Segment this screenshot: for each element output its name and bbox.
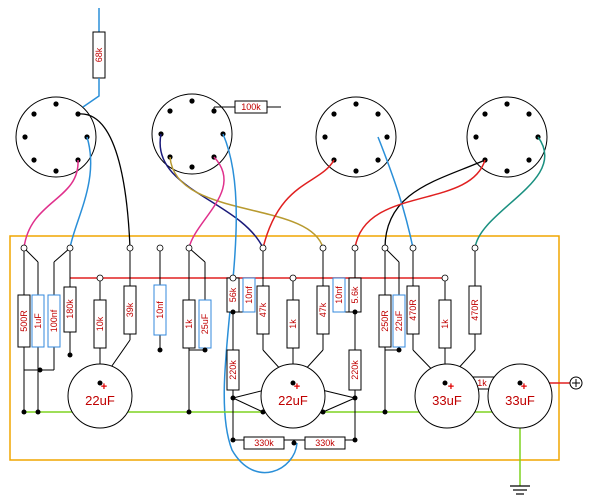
resistor-10k: 10k	[93, 299, 107, 349]
svg-text:500R: 500R	[19, 310, 29, 332]
svg-text:+: +	[294, 381, 300, 393]
svg-text:+: +	[448, 381, 454, 393]
electrolytic-cap-2: + 22uF	[260, 363, 326, 429]
wire-red-4	[354, 159, 486, 249]
svg-text:39k: 39k	[125, 302, 135, 317]
svg-text:+: +	[101, 381, 107, 393]
capacitor-25uF: 25uF	[198, 299, 212, 349]
resistor-1k-c: 1k	[438, 299, 452, 349]
capacitor-22uF-small: 22uF	[392, 294, 406, 348]
turret-terminals	[20, 244, 479, 282]
wire-blue-2	[222, 133, 298, 474]
resistor-47k-a: 47k	[256, 285, 270, 335]
svg-text:470R: 470R	[408, 299, 418, 321]
resistor-180k: 180k	[63, 286, 77, 333]
resistor-47k-b: 47k	[316, 285, 330, 335]
svg-text:33uF: 33uF	[432, 393, 462, 408]
resistor-5-6k: 5.6k	[348, 277, 362, 313]
resistor-250R: 250R	[378, 294, 392, 348]
resistor-220k-a: 220k	[226, 349, 240, 391]
wire-red-3	[262, 159, 335, 249]
wire-magenta-2	[188, 156, 225, 249]
tube-socket-1	[15, 96, 97, 178]
electrolytic-cap-3: + 33uF	[414, 363, 480, 429]
wire-olive-2	[169, 156, 324, 249]
svg-text:33uF: 33uF	[505, 393, 535, 408]
resistor-500R: 500R	[17, 294, 31, 348]
svg-text:10nf: 10nf	[244, 286, 254, 304]
svg-text:250R: 250R	[380, 310, 390, 332]
resistor-68k: 68k	[82, 8, 106, 108]
svg-text:22uF: 22uF	[85, 393, 115, 408]
svg-text:180k: 180k	[65, 299, 75, 319]
svg-text:470R: 470R	[470, 299, 480, 321]
resistor-56k: 56k	[226, 277, 240, 313]
tube-socket-4	[466, 96, 548, 178]
resistor-330k-a: 330k	[243, 436, 285, 450]
capacitor-10nf-b: 10nf	[242, 277, 256, 313]
svg-text:+: +	[521, 381, 527, 393]
board-outline	[9, 235, 560, 461]
wire-magenta-1	[23, 159, 79, 249]
resistor-39k: 39k	[123, 285, 137, 335]
resistor-220k-b: 220k	[348, 349, 362, 391]
wire-black-4	[384, 159, 486, 249]
electrolytic-cap-1: + 22uF	[67, 363, 133, 429]
wire-black-1	[77, 113, 131, 249]
ground-symbol	[510, 485, 530, 495]
resistor-470R-b: 470R	[468, 285, 482, 335]
wire-teal-4	[474, 136, 546, 249]
label-68k: 68k	[94, 47, 104, 62]
svg-text:220k: 220k	[228, 360, 238, 380]
svg-text:10nf: 10nf	[334, 286, 344, 304]
svg-text:5.6k: 5.6k	[350, 286, 360, 304]
svg-text:22uF: 22uF	[394, 310, 404, 331]
label-100k: 100k	[241, 102, 261, 112]
svg-text:56k: 56k	[228, 287, 238, 302]
supply-terminal	[569, 376, 583, 390]
capacitor-10nf-a: 10nf	[153, 284, 167, 336]
capacitor-1uF: 1uF	[31, 294, 45, 348]
capacitor-10nf-c: 10nf	[332, 277, 346, 313]
svg-text:220k: 220k	[350, 360, 360, 380]
svg-text:330k: 330k	[254, 438, 274, 448]
svg-text:330k: 330k	[315, 438, 335, 448]
svg-text:22uF: 22uF	[278, 393, 308, 408]
svg-text:47k: 47k	[258, 302, 268, 317]
svg-text:1k: 1k	[477, 378, 487, 388]
svg-text:25uF: 25uF	[200, 313, 210, 334]
svg-text:1k: 1k	[184, 319, 194, 329]
svg-text:10nf: 10nf	[155, 301, 165, 319]
tube-socket-3	[315, 96, 397, 178]
svg-text:47k: 47k	[318, 302, 328, 317]
svg-text:1k: 1k	[440, 319, 450, 329]
wire-blue-4	[377, 136, 414, 249]
svg-text:100nf: 100nf	[49, 309, 59, 332]
wire-blue-1	[69, 136, 92, 249]
svg-text:10k: 10k	[95, 316, 105, 331]
resistor-330k-b: 330k	[304, 436, 346, 450]
resistor-470R-a: 470R	[406, 285, 420, 335]
svg-text:1k: 1k	[288, 319, 298, 329]
capacitor-100nf-a: 100nf	[47, 294, 61, 348]
resistor-1k-b: 1k	[286, 299, 300, 349]
junction-dots	[21, 309, 523, 446]
svg-text:1uF: 1uF	[33, 313, 43, 329]
electrolytic-cap-4: + 33uF	[487, 363, 553, 429]
resistor-100k: 100k	[213, 100, 281, 114]
resistor-1k-a: 1k	[182, 299, 196, 349]
